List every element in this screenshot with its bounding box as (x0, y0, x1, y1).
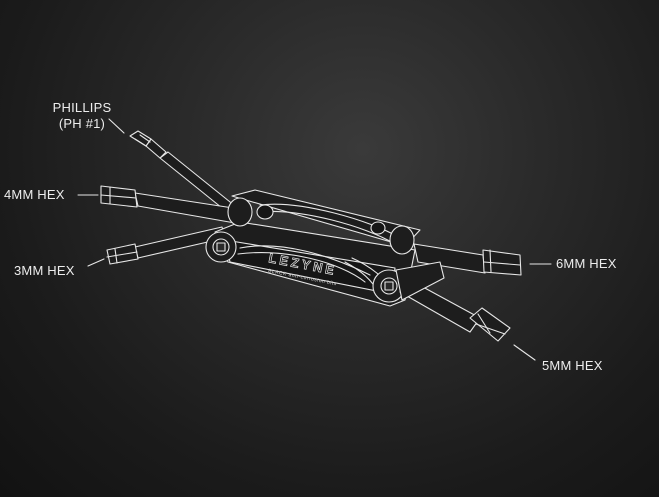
left-pivot-bolt (205, 231, 237, 263)
hex-3mm-bit (106, 226, 226, 265)
right-connector-arm (395, 261, 445, 301)
label-phillips-line1: PHILLIPS (52, 100, 112, 115)
label-4mm-hex: 4MM HEX (4, 187, 65, 202)
label-phillips-line2: (PH #1) (58, 116, 106, 131)
right-pivot-bolt (372, 269, 406, 303)
right-upper-knuckle (370, 221, 415, 255)
leader-5mm (513, 344, 536, 361)
label-6mm-hex: 6MM HEX (556, 256, 617, 271)
label-3mm-hex: 3MM HEX (14, 263, 75, 278)
leader-phillips (108, 118, 125, 134)
hex-6mm-bit (413, 243, 522, 276)
leader-3mm (87, 258, 105, 267)
label-5mm-hex: 5MM HEX (542, 358, 603, 373)
left-upper-knuckle (227, 197, 274, 227)
label-phillips: PHILLIPS (PH #1) (46, 100, 118, 132)
